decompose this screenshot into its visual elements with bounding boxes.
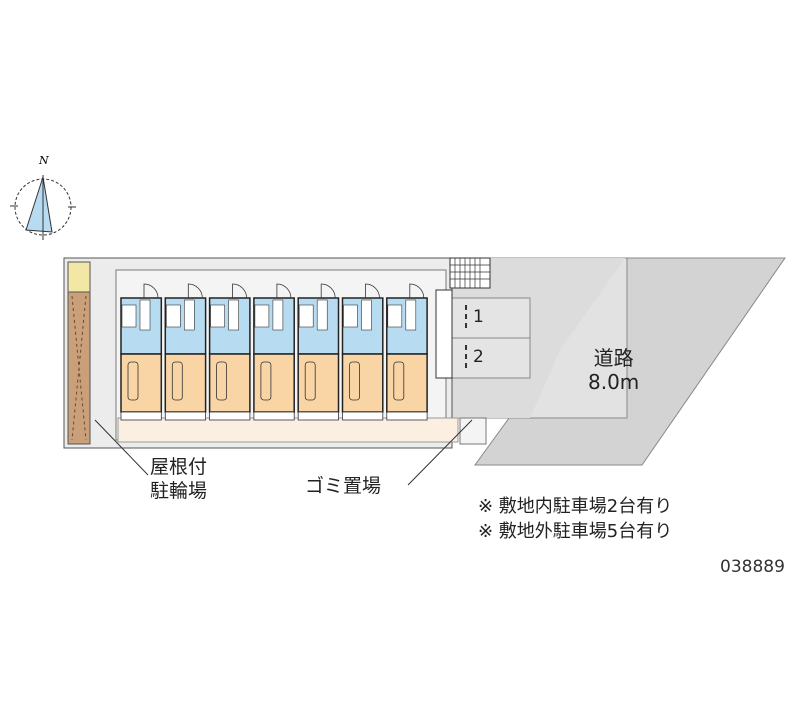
bed-icon — [171, 361, 183, 401]
door-icon — [409, 283, 425, 299]
bike-parking-label: 屋根付 駐輪場 — [150, 455, 207, 503]
bed-icon — [349, 361, 360, 401]
apartment-unit — [297, 283, 340, 421]
garbage-area — [459, 417, 487, 445]
apartment-unit — [253, 283, 295, 421]
parking-slot-1 — [451, 297, 531, 339]
parking-slot-2-label: 2 — [473, 347, 484, 367]
balcony — [297, 411, 339, 421]
bicycle-area — [67, 261, 91, 293]
door-icon — [320, 283, 336, 299]
road-width: 8.0m — [588, 370, 640, 394]
balcony — [164, 411, 207, 421]
bed-icon — [260, 361, 272, 401]
apartment-unit — [386, 283, 428, 421]
door-icon — [365, 283, 380, 299]
garbage-label: ゴミ置場 — [305, 475, 382, 497]
door-icon — [232, 283, 247, 299]
note-onsite-parking: ※ 敷地内駐車場2台有り — [478, 496, 673, 517]
balcony — [120, 411, 162, 421]
compass-icon: N — [10, 154, 76, 240]
property-code: 038889 — [720, 557, 785, 577]
bike-parking-line2: 駐輪場 — [150, 480, 208, 502]
apartment-unit — [341, 283, 384, 421]
note-offsite-parking: ※ 敷地外駐車場5台有り — [478, 521, 673, 542]
apartment-unit — [164, 283, 207, 421]
balcony — [342, 411, 384, 421]
road-name: 道路 — [593, 346, 634, 370]
bed-icon — [304, 361, 316, 401]
apartment-unit — [120, 283, 163, 421]
bed-icon — [216, 361, 228, 401]
north-label: N — [38, 154, 49, 167]
bike-parking-line1: 屋根付 — [150, 456, 208, 478]
balcony — [386, 411, 428, 421]
parking-slot-2 — [451, 337, 531, 379]
bed-icon — [127, 361, 139, 401]
road-label: 道路 8.0m — [588, 346, 639, 394]
apartment-unit — [208, 283, 251, 421]
door-icon — [143, 283, 159, 299]
parking-slot-1-label: 1 — [473, 307, 484, 327]
balcony — [209, 411, 251, 421]
bed-icon — [393, 361, 405, 401]
balcony — [253, 411, 295, 421]
door-icon — [187, 283, 203, 299]
door-icon — [276, 283, 292, 299]
apartment-units — [120, 283, 428, 421]
